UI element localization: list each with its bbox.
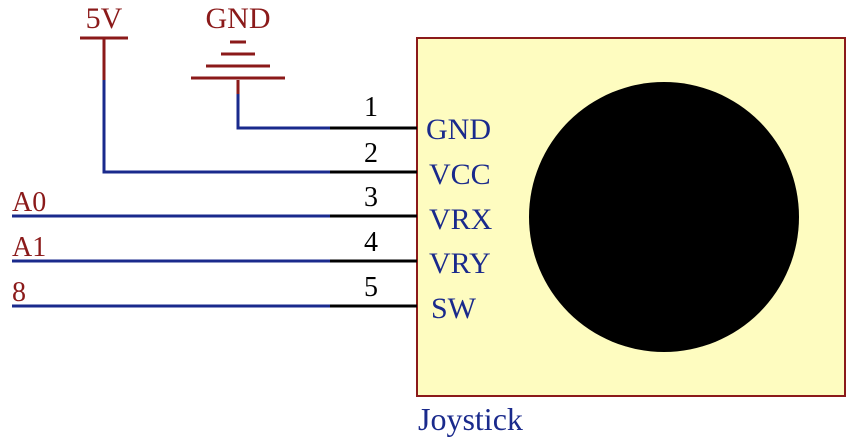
pin-name-vrx: VRX	[429, 203, 493, 236]
5v-label: 5V	[86, 2, 123, 35]
gnd-power-label: GND	[206, 2, 271, 35]
pin-number-3: 3	[364, 182, 378, 213]
pin-number-4: 4	[364, 227, 378, 258]
pin-number-2: 2	[364, 138, 378, 169]
net-label-8: 8	[12, 277, 26, 308]
pin-number-1: 1	[364, 92, 378, 123]
wires	[12, 80, 330, 308]
net-labels: A0 A1 8	[12, 187, 46, 308]
net-label-a1: A1	[12, 232, 46, 263]
pin-name-vry: VRY	[429, 247, 491, 280]
net-label-a0: A0	[12, 187, 46, 218]
component-name: Joystick	[418, 401, 523, 437]
wire-gnd	[236, 94, 330, 130]
pin-numbers: 1 2 3 4 5	[364, 92, 378, 303]
pin-name-sw: SW	[431, 292, 477, 325]
pin-name-gnd: GND	[426, 113, 491, 146]
gnd-symbol	[191, 40, 285, 94]
pin-number-5: 5	[364, 272, 378, 303]
joystick-knob	[529, 82, 799, 352]
pin-name-vcc: VCC	[429, 158, 491, 191]
pin-leads	[330, 126, 417, 308]
wire-5v	[102, 80, 330, 174]
5v-power-symbol	[80, 36, 128, 80]
pin-names: GND VCC VRX VRY SW	[426, 113, 493, 325]
